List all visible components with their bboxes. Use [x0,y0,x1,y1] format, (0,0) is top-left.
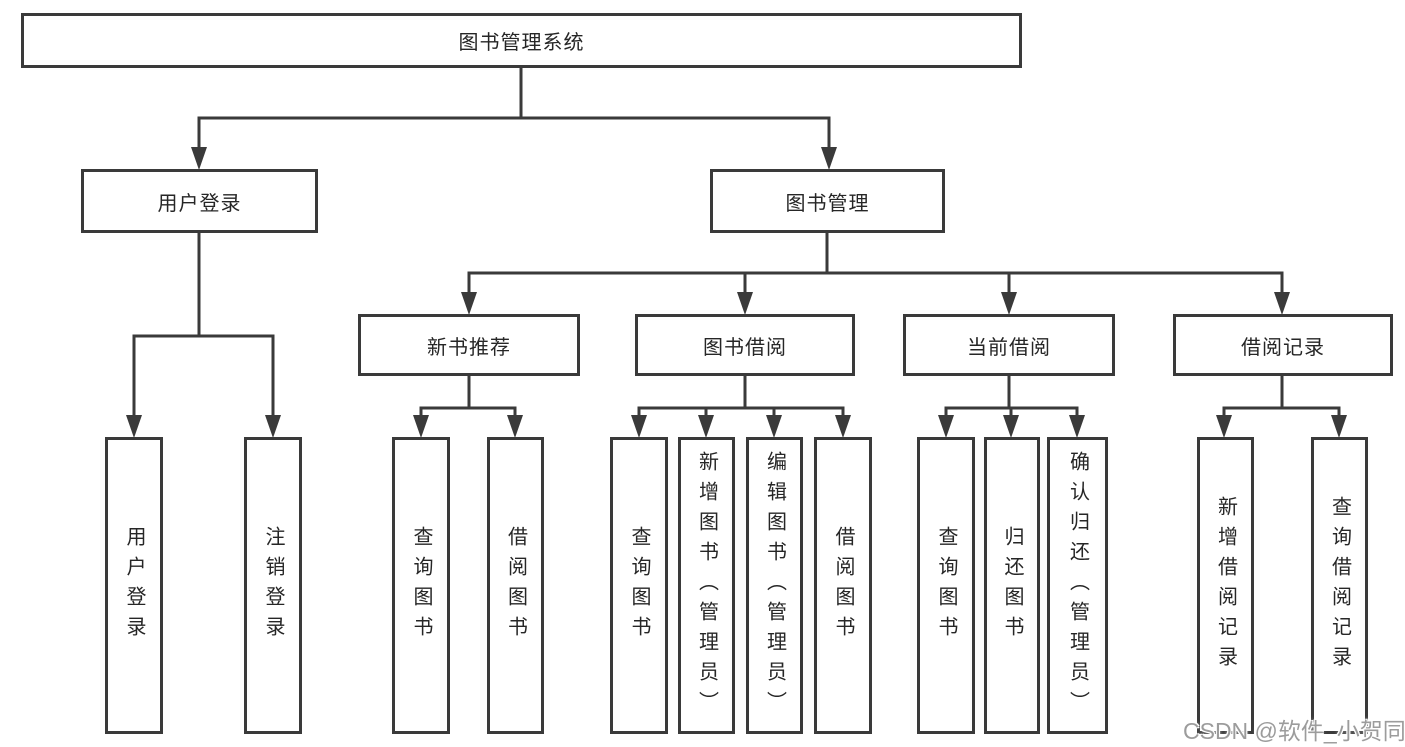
leaf-query-books-3: 查询图书 [917,437,975,734]
node-label: 借阅图书 [832,525,854,646]
leaf-borrow-books-2: 借阅图书 [814,437,872,734]
leaf-query-borrow-record: 查询借阅记录 [1311,437,1368,734]
node-book-borrowing: 图书借阅 [635,314,855,376]
node-label: 注销登录 [262,525,284,646]
node-label: 查询借阅记录 [1328,495,1351,676]
leaf-user-login: 用户登录 [105,437,163,734]
leaf-add-book-admin: 新增图书（管理员） [678,437,735,734]
leaf-return-books: 归还图书 [984,437,1040,734]
node-label: 图书管理 [785,192,870,215]
leaf-add-borrow-record: 新增借阅记录 [1197,437,1254,734]
node-label: 新书推荐 [427,336,511,359]
node-label: 归还图书 [1001,525,1023,646]
node-label: 当前借阅 [967,336,1051,359]
node-label: 用户登录 [157,192,242,215]
node-label: 查询图书 [935,525,957,646]
leaf-edit-book-admin: 编辑图书（管理员） [746,437,803,734]
node-new-book-recommendation: 新书推荐 [358,314,580,376]
node-label: 用户登录 [123,525,145,646]
node-label: 借阅图书 [504,525,527,646]
node-current-borrowing: 当前借阅 [903,314,1115,376]
node-book-management: 图书管理 [710,169,945,233]
leaf-logout: 注销登录 [244,437,302,734]
node-label: 新增图书（管理员） [695,450,718,721]
node-borrowing-records: 借阅记录 [1173,314,1393,376]
node-label: 查询图书 [628,525,650,646]
node-label: 查询图书 [410,525,432,646]
leaf-query-books-2: 查询图书 [610,437,668,734]
leaf-borrow-books-1: 借阅图书 [487,437,544,734]
leaf-query-books-1: 查询图书 [392,437,450,734]
node-label: 图书借阅 [703,336,787,359]
node-label: 新增借阅记录 [1214,495,1237,676]
node-label: 图书管理系统 [458,32,585,54]
watermark: CSDN @软件_小贺同学 [1183,718,1405,744]
node-label: 借阅记录 [1241,336,1325,359]
node-user-login: 用户登录 [81,169,318,233]
node-root: 图书管理系统 [21,13,1022,68]
node-label: 编辑图书（管理员） [763,450,786,721]
leaf-confirm-return-admin: 确认归还（管理员） [1047,437,1108,734]
node-label: 确认归还（管理员） [1066,450,1089,721]
